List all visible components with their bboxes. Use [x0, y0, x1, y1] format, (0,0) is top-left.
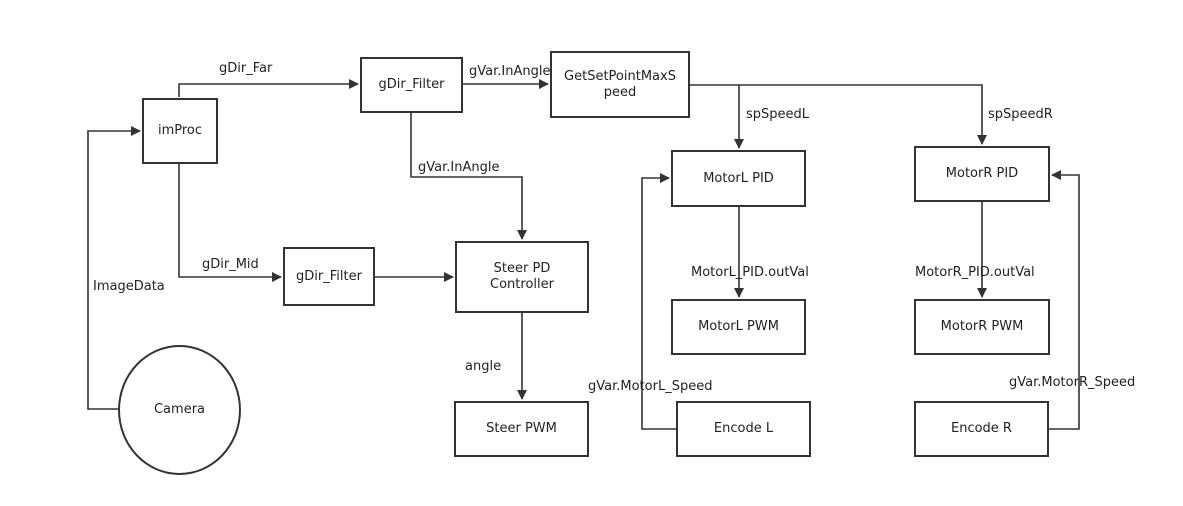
- encode-r-node[interactable]: Encode R: [914, 401, 1049, 457]
- camera-node[interactable]: Camera: [118, 345, 241, 475]
- edge-filter-top-to-steer-pd: [410, 113, 527, 240]
- edge-getsetpoint-to-motorr-pid: [739, 84, 987, 145]
- edge-label-spspeedr: spSpeedR: [988, 107, 1053, 122]
- edge-camera-to-improc: [87, 126, 141, 410]
- motorl-pwm-node[interactable]: MotorL PWM: [671, 299, 806, 355]
- motorr-pid-label: MotorR PID: [945, 166, 1019, 181]
- edge-label-imagedata: ImageData: [93, 279, 165, 294]
- edge-label-motorr-speed: gVar.MotorR_Speed: [1009, 375, 1136, 390]
- edge-encode-r-to-motorr-pid: [1049, 170, 1080, 430]
- steer-pwm-label: Steer PWM: [486, 421, 557, 436]
- steer-pd-node[interactable]: Steer PD Controller: [455, 241, 589, 313]
- edge-label-motorr-outval: MotorR_PID.outVal: [915, 265, 1035, 280]
- motorr-pwm-node[interactable]: MotorR PWM: [914, 299, 1050, 355]
- edge-label-gdir-far: gDir_Far: [219, 61, 273, 76]
- getsetpoint-label: GetSetPointMaxS peed: [564, 68, 676, 100]
- encode-l-node[interactable]: Encode L: [676, 401, 811, 457]
- edge-label-angle: angle: [465, 359, 502, 374]
- steer-pwm-node[interactable]: Steer PWM: [454, 401, 589, 457]
- edge-label-ginangle-top: gVar.InAngle: [469, 64, 551, 79]
- edge-label-spspeedl: spSpeedL: [746, 107, 810, 122]
- improc-node[interactable]: imProc: [142, 98, 218, 164]
- gdir-filter-bottom-label: gDir_Filter: [296, 268, 362, 284]
- improc-label: imProc: [157, 123, 203, 138]
- edge-improc-to-filter-top: [178, 79, 359, 97]
- motorr-pid-node[interactable]: MotorR PID: [914, 146, 1050, 202]
- camera-label: Camera: [153, 402, 206, 417]
- motorl-pwm-label: MotorL PWM: [698, 319, 779, 334]
- getsetpoint-node[interactable]: GetSetPointMaxS peed: [550, 51, 690, 118]
- gdir-filter-top-node[interactable]: gDir_Filter: [360, 57, 463, 113]
- steer-pd-label: Steer PD Controller: [490, 261, 554, 292]
- motorl-pid-node[interactable]: MotorL PID: [671, 150, 806, 207]
- encode-l-label: Encode L: [713, 421, 774, 436]
- motorr-pwm-label: MotorR PWM: [940, 319, 1024, 334]
- edge-label-motorl-outval: MotorL_PID.outVal: [691, 265, 809, 280]
- motorl-pid-label: MotorL PID: [703, 170, 774, 186]
- encode-r-label: Encode R: [951, 421, 1012, 436]
- gdir-filter-top-label: gDir_Filter: [378, 77, 445, 92]
- edge-label-motorl-speed: gVar.MotorL_Speed: [588, 379, 713, 394]
- edge-label-ginangle-mid: gVar.InAngle: [418, 160, 500, 175]
- edge-label-gdir-mid: gDir_Mid: [202, 257, 259, 272]
- edge-encode-l-to-motorl-pid: [641, 173, 677, 430]
- edge-getsetpoint-to-motorl-pid: [690, 84, 744, 149]
- edge-improc-to-filter-bottom: [178, 164, 282, 282]
- gdir-filter-bottom-node[interactable]: gDir_Filter: [283, 247, 375, 306]
